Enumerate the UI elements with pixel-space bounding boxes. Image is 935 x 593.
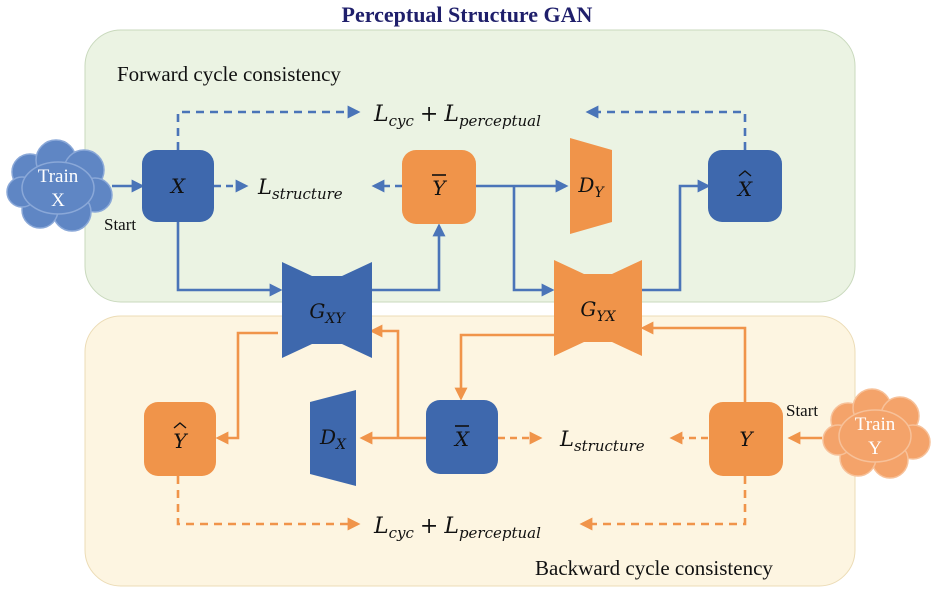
y-to-gyx-arrow (640, 321, 747, 402)
gyx-to-xbar-arrow (454, 333, 556, 401)
backward-cycle-label: Backward cycle consistency (535, 556, 773, 580)
hat-accent (738, 170, 752, 177)
loss-subscript: cyc (389, 112, 415, 130)
node-y-bar-label: Y (432, 176, 447, 200)
generator-gyx: GYX (554, 260, 642, 356)
start-label-right: Start (786, 401, 818, 420)
dy-base: D (577, 173, 594, 197)
backward-cycle-arrow-from-y (579, 476, 747, 531)
forward-cycle-label: Forward cycle consistency (117, 62, 341, 86)
discriminator-dy: DY (570, 138, 612, 234)
gxy-sub: XY (324, 311, 346, 327)
loss-subscript: structure (272, 185, 343, 203)
svg-text:GYX: GYX (580, 297, 616, 325)
train-x-label-line2: X (51, 190, 65, 211)
node-x-hat: X (708, 150, 782, 222)
loss-symbol: L (373, 514, 389, 539)
gxy-to-yhat-arrow (215, 331, 278, 445)
node-y-hat-label: Y (173, 429, 188, 453)
discriminator-dx: DX (310, 390, 356, 486)
gyx-sub: YX (596, 309, 616, 325)
svg-text:GXY: GXY (309, 299, 346, 327)
dx-sub: X (335, 437, 347, 453)
forward-structure-loss: Lstructure (257, 175, 343, 203)
node-x-bar-label: X (453, 427, 470, 451)
start-label-left: Start (104, 215, 136, 234)
train-y-label-line2: Y (868, 438, 882, 459)
loss-symbol: L (559, 427, 574, 451)
node-y-hat: Y (144, 402, 216, 476)
node-x: X (142, 150, 214, 222)
x-to-gxy-arrow (176, 222, 283, 297)
train-x-label-line1: Train (38, 166, 79, 187)
train-y-label-line1: Train (855, 414, 896, 435)
forward-cycle-loss: Lcyc+Lperceptual (373, 102, 541, 130)
loss-subscript: perceptual (459, 524, 541, 542)
loss-symbol: L (443, 102, 459, 127)
node-y: Y (709, 402, 783, 476)
node-x-bar: X (426, 400, 498, 474)
gxy-to-ybar-arrow (370, 223, 446, 292)
dx-base: D (319, 425, 336, 449)
generator-gxy: GXY (282, 262, 372, 358)
svg-text:DX: DX (319, 425, 347, 453)
loss-symbol: L (257, 175, 272, 199)
node-y-label: Y (739, 427, 754, 451)
backward-structure-loss: Lstructure (559, 427, 645, 455)
node-y-bar: Y (402, 150, 476, 224)
node-x-hat-label: X (736, 177, 753, 201)
loss-subscript: structure (574, 437, 645, 455)
plus-sign: + (420, 102, 438, 127)
loss-subscript: perceptual (459, 112, 541, 130)
gyx-base: G (580, 297, 596, 321)
backward-cycle-loss: Lcyc+Lperceptual (373, 514, 541, 542)
train-y-cloud: Train Y (822, 388, 931, 479)
dy-sub: Y (594, 185, 605, 201)
loss-symbol: L (443, 514, 459, 539)
train-x-cloud: Train X (6, 139, 113, 232)
gyx-to-xhat-arrow (638, 179, 711, 292)
forward-cycle-arrow-from-xhat (585, 105, 747, 150)
backward-cycle-arrow-from-yhat (176, 476, 361, 531)
gxy-base: G (309, 299, 325, 323)
plus-sign: + (420, 514, 438, 539)
diagram-title: Perceptual Structure GAN (342, 2, 593, 27)
hat-accent (173, 422, 187, 429)
xbar-to-gxy-arrow (369, 324, 400, 438)
node-x-label: X (169, 174, 186, 198)
ybar-to-gyx-arrow (512, 186, 555, 297)
forward-cycle-arrow-from-x (176, 105, 361, 150)
svg-text:DY: DY (577, 173, 605, 201)
loss-symbol: L (373, 102, 389, 127)
loss-subscript: cyc (389, 524, 415, 542)
